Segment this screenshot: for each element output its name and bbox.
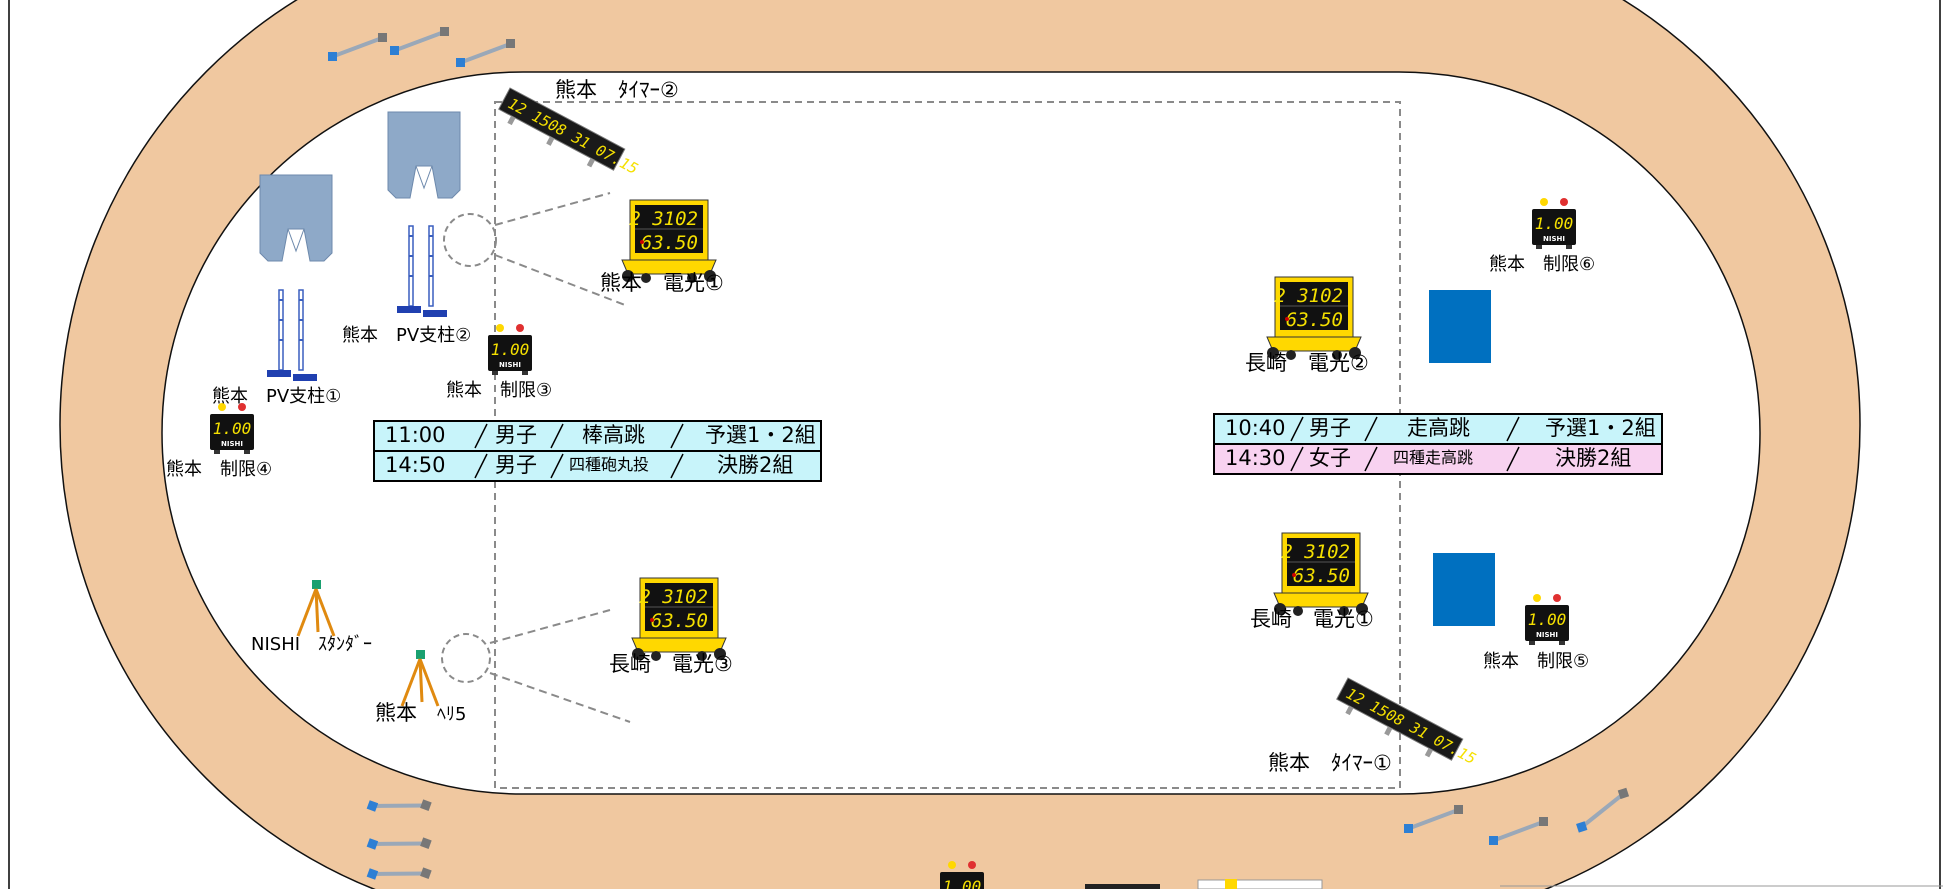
schedule-box-right: 10:40 男子 走高跳 予選1・2組 14:30 女子 四種走高跳 決勝2組 (1213, 413, 1663, 475)
schedule-time: 10:40 (1225, 416, 1286, 440)
label-kumamoto-seigen-4: 熊本 制限④ (166, 459, 273, 480)
label-kumamoto-seigen-5: 熊本 制限⑤ (1483, 651, 1590, 672)
label-kumamoto-denko-1: 熊本 電光① (600, 271, 724, 295)
label-kumamoto-heli5: 熊本 (375, 701, 417, 725)
schedule-sex: 男子 (1309, 416, 1351, 440)
schedule-sex: 女子 (1309, 446, 1351, 470)
schedule-box-left: 11:00 男子 棒高跳 予選1・2組 14:50 男子 四種砲丸投 決勝2組 (373, 420, 822, 482)
schedule-time: 14:50 (385, 453, 446, 477)
label-kumamoto-seigen-6: 熊本 制限⑥ (1489, 254, 1596, 275)
schedule-round: 予選1・2組 (705, 423, 816, 447)
scoreboard-icon (1273, 532, 1369, 617)
label-kumamoto-pv-2: 熊本 PV支柱② (342, 325, 472, 346)
schedule-event: 走高跳 (1407, 416, 1470, 440)
schedule-time: 11:00 (385, 423, 446, 447)
schedule-row: 14:30 女子 四種走高跳 決勝2組 (1215, 445, 1661, 473)
landing-mat-icon (1433, 553, 1495, 626)
label-kumamoto-pv-1: 熊本 PV支柱① (212, 386, 342, 407)
landing-mat-icon (1429, 290, 1491, 363)
schedule-round: 決勝2組 (717, 453, 794, 477)
label-nagasaki-denko-2: 長崎 電光② (1245, 351, 1369, 375)
schedule-event: 四種砲丸投 (569, 455, 650, 474)
label-kumamoto-heli5-sub: ﾍﾘ5 (437, 704, 467, 725)
schedule-event: 四種走高跳 (1393, 448, 1474, 467)
label-kumamoto-timer-1: 熊本 ﾀｲﾏｰ① (1268, 751, 1392, 775)
label-kumamoto-timer-2: 熊本 ﾀｲﾏｰ② (555, 78, 679, 102)
label-nagasaki-denko-3: 長崎 電光③ (609, 652, 733, 676)
label-kumamoto-seigen-3: 熊本 制限③ (446, 380, 553, 401)
schedule-time: 14:30 (1225, 446, 1286, 470)
schedule-row: 10:40 男子 走高跳 予選1・2組 (1215, 415, 1661, 445)
scoreboard-icon (631, 577, 727, 662)
scoreboard-icon (1266, 276, 1362, 361)
schedule-round: 決勝2組 (1555, 446, 1632, 470)
label-nagasaki-denko-1: 長崎 電光① (1250, 607, 1374, 631)
schedule-round: 予選1・2組 (1545, 416, 1656, 440)
label-nishi-stander: NISHI ｽﾀﾝﾀﾞｰ (251, 634, 373, 655)
schedule-row: 14:50 男子 四種砲丸投 決勝2組 (375, 452, 820, 480)
schedule-event: 棒高跳 (582, 423, 645, 447)
schedule-row: 11:00 男子 棒高跳 予選1・2組 (375, 422, 820, 452)
view-circle (441, 633, 491, 683)
view-circle (443, 213, 497, 267)
schedule-sex: 男子 (495, 453, 537, 477)
schedule-sex: 男子 (495, 423, 537, 447)
